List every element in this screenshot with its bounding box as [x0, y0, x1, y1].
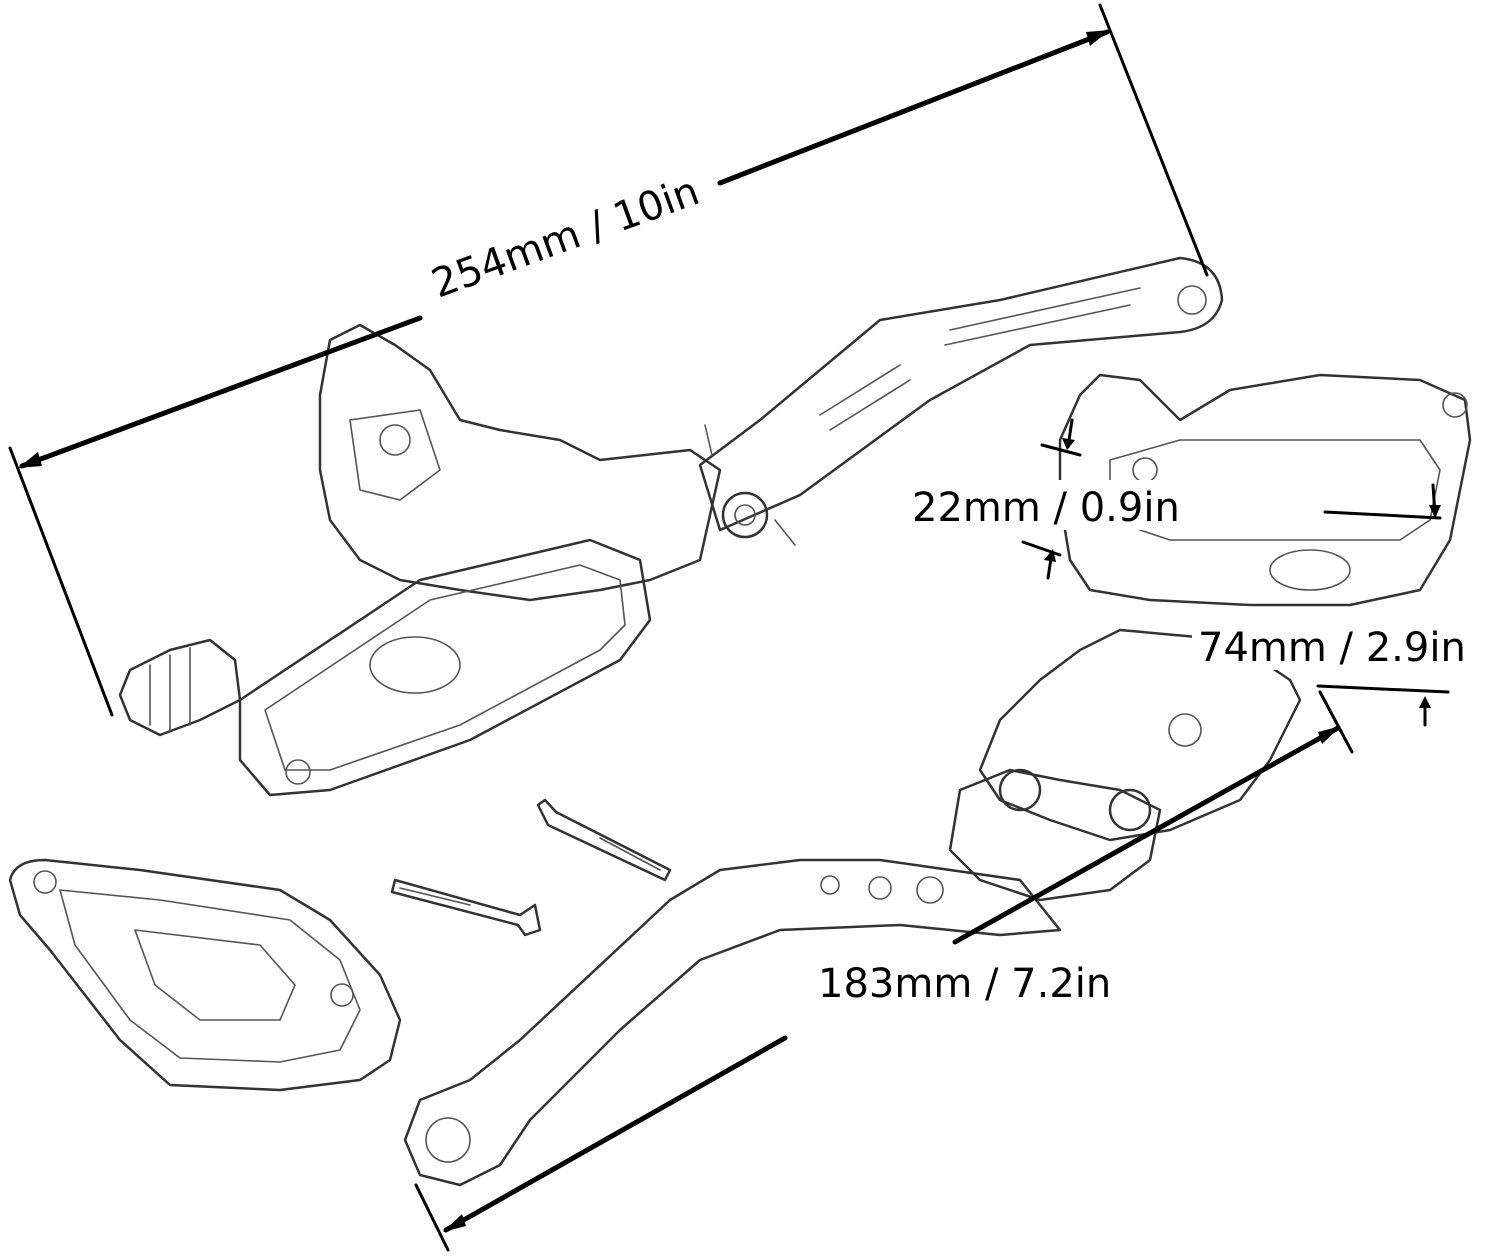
top-pivot-bolt: [704, 424, 796, 546]
bottom-lever-end-hole: [425, 1117, 471, 1163]
dimension-reservoir-width: 74mm / 2.9in: [1192, 620, 1477, 727]
bolt-lower-thread: [399, 887, 471, 906]
bolt-upper: [536, 798, 672, 882]
gap-arrowhead-bottom: [1044, 549, 1056, 562]
top-sight-glass: [369, 636, 461, 694]
lever-ext-bottom: [414, 1183, 450, 1252]
spare-cover-screw-1: [33, 870, 57, 894]
bottom-lever-blade: [403, 858, 1062, 1187]
top-body-detail: [349, 409, 441, 501]
gap-ext-top: [1040, 443, 1082, 457]
dimension-lever-length: 183mm / 7.2in: [414, 690, 1354, 1252]
top-outlet-fitting: [118, 638, 242, 737]
top-lever-blade: [698, 256, 1224, 532]
reservoir-width-label: 74mm / 2.9in: [1198, 625, 1466, 671]
top-lever-end-hole: [1177, 285, 1207, 315]
gap-arrowhead-top: [1062, 438, 1075, 450]
bottom-lid-screw-2: [1132, 457, 1158, 483]
gap-label-bg: [905, 480, 1195, 530]
width-ext-line: [1316, 684, 1450, 694]
overall-arrow-right: [1086, 30, 1110, 46]
gap-arrowhead-right: [1429, 505, 1441, 518]
lever-label-bg: [812, 955, 1127, 1005]
lever-dim-line-bottom: [443, 1035, 788, 1233]
overall-length-label: 254mm / 10in: [426, 168, 705, 307]
top-reservoir-lid: [238, 538, 652, 797]
gap-ext-right: [1323, 510, 1442, 520]
bolt-lower: [390, 878, 542, 937]
top-outlet-rings: [149, 647, 191, 731]
spare-cover-screw-2: [330, 983, 354, 1007]
lever-dim-line-top: [952, 725, 1341, 945]
bottom-sight-glass: [1269, 549, 1351, 591]
bottom-clamp-bolt: [1168, 713, 1202, 747]
bottom-lever-hole-2: [868, 876, 892, 900]
top-pivot-inner: [734, 504, 756, 526]
dimension-overall-length: 254mm / 10in: [8, 3, 1209, 717]
top-lever-slot: [944, 287, 1141, 346]
bolt-upper-thread: [599, 837, 661, 871]
spare-cover-inner: [59, 889, 361, 1063]
overall-arrow-left: [18, 452, 42, 468]
top-lever-assembly: [118, 256, 1224, 797]
top-lid-screw: [285, 759, 311, 785]
bottom-lid-screw-1: [1442, 392, 1468, 418]
overall-dim-line-right: [717, 29, 1110, 186]
lever-arrow-top: [1318, 726, 1341, 744]
bottom-lever-hole-3: [916, 876, 944, 904]
gap-ext-bottom: [1021, 540, 1062, 557]
overall-extension-left: [8, 446, 114, 717]
top-master-cylinder-body: [318, 323, 722, 602]
lever-ext-top: [1318, 690, 1354, 754]
bottom-reservoir: [1058, 373, 1472, 607]
top-pivot: [721, 491, 769, 539]
bottom-pivot-left: [998, 768, 1042, 812]
loose-parts: [8, 798, 672, 1092]
overall-extension-right: [1098, 3, 1209, 277]
bottom-pivot-block: [948, 768, 1162, 902]
bottom-pivot-right: [1108, 788, 1152, 832]
overall-dim-line-left: [19, 315, 423, 469]
dimension-reservoir-gap: 22mm / 0.9in: [905, 418, 1442, 580]
width-arrowhead: [1419, 696, 1431, 708]
top-reservoir-lid-inner: [264, 564, 626, 771]
lever-length-label: 183mm / 7.2in: [818, 961, 1111, 1007]
bottom-lever-hole-1: [820, 875, 840, 895]
lever-arrow-bottom: [443, 1214, 466, 1232]
spare-reservoir-cover: [8, 858, 402, 1092]
spare-cover-window: [134, 929, 296, 1021]
top-lever-slot-2: [819, 364, 911, 431]
width-label-bg: [1192, 620, 1477, 670]
reservoir-gap-label: 22mm / 0.9in: [912, 485, 1180, 531]
